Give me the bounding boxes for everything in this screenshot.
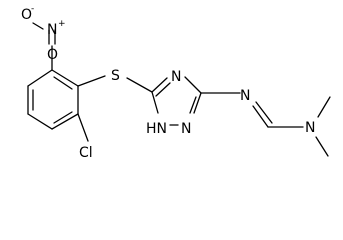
- atom-chlorine: Cl: [79, 145, 93, 161]
- bond: [155, 82, 171, 97]
- atom-triazole-n-bottom-left: N: [181, 121, 191, 137]
- bond: [315, 136, 329, 157]
- bond: [53, 76, 73, 90]
- atom-amine-nitrogen: N: [305, 120, 315, 136]
- bond: [27, 113, 53, 130]
- atom-nitro-nitrogen: N: [47, 22, 57, 38]
- bond: [317, 96, 331, 118]
- molecule-diagram: O - N + O S N HN N N N Cl: [21, 4, 331, 161]
- atom-labels: O - N + O S N HN N N N Cl: [21, 4, 315, 161]
- bond: [184, 76, 202, 94]
- bond: [53, 111, 73, 124]
- bond: [151, 91, 159, 114]
- bond: [32, 22, 44, 30]
- charge-negative: -: [31, 4, 34, 14]
- atom-oxygen-bottom: O: [47, 47, 58, 63]
- bond: [255, 101, 273, 124]
- bond: [252, 105, 269, 128]
- bond: [51, 113, 79, 130]
- bond: [77, 75, 106, 87]
- bond: [77, 113, 89, 142]
- atom-triazole-n-top: N: [171, 69, 181, 85]
- bond: [126, 77, 153, 93]
- bond: [27, 69, 53, 87]
- atom-oxygen-left: O: [21, 7, 32, 23]
- atom-sulfur: S: [111, 68, 120, 84]
- bond: [51, 69, 79, 87]
- bond-lines: [27, 22, 331, 157]
- atom-triazole-nh: HN: [146, 121, 167, 137]
- atom-imine-nitrogen: N: [240, 88, 250, 104]
- bond: [151, 77, 168, 93]
- structure-drawing: O - N + O S N HN N N N Cl: [21, 4, 331, 161]
- charge-positive: +: [58, 19, 66, 29]
- bond: [193, 92, 202, 114]
- bond: [189, 96, 197, 114]
